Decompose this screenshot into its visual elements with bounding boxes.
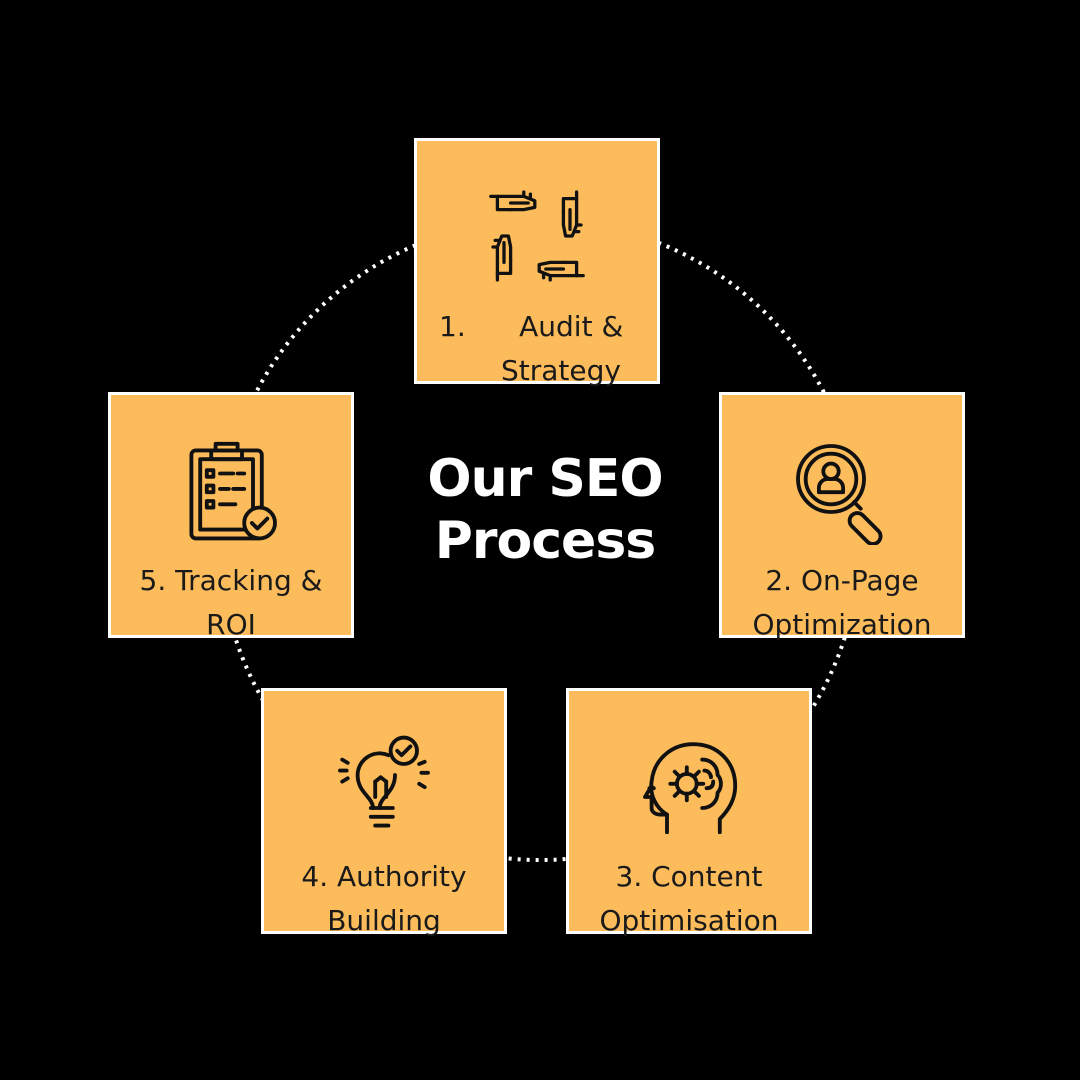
user-search-icon [722,435,962,545]
step-label-line-1: 4. Authority [301,860,467,893]
step-label-line-2: Optimisation [599,904,779,937]
step-label: 4. Authority Building [264,855,504,943]
step-authority-building: 4. Authority Building [261,688,507,937]
hands-teamwork-icon [417,181,657,291]
step-content-optimisation: 3. Content Optimisation [566,688,812,937]
title-line-1: Our SEO [427,449,663,509]
step-label-line-1: 2. On-Page [765,564,919,597]
step-label-line-2: Optimization [752,608,932,641]
step-label-line-2: Strategy [501,354,621,387]
step-label: 5. Tracking & ROI [111,559,351,647]
step-label-line-2: ROI [206,608,256,641]
step-label-line-1: 1. Audit & [439,310,624,343]
clipboard-checklist-icon [111,435,351,545]
step-label: 2. On-Page Optimization [722,559,962,647]
step-label-line-1: 5. Tracking & [139,564,323,597]
step-label: 3. Content Optimisation [569,855,809,943]
diagram-title: Our SEO Process [380,448,710,572]
step-audit-strategy: 1. Audit & Strategy [414,138,660,387]
head-gear-brain-icon [569,731,809,841]
step-label: 1. Audit & Strategy [417,305,657,393]
step-on-page-optimization: 2. On-Page Optimization [719,392,965,641]
lightbulb-check-icon [264,731,504,841]
step-label-line-2: Building [327,904,441,937]
title-line-2: Process [434,511,656,571]
step-label-line-1: 3. Content [615,860,763,893]
step-tracking-roi: 5. Tracking & ROI [108,392,354,641]
